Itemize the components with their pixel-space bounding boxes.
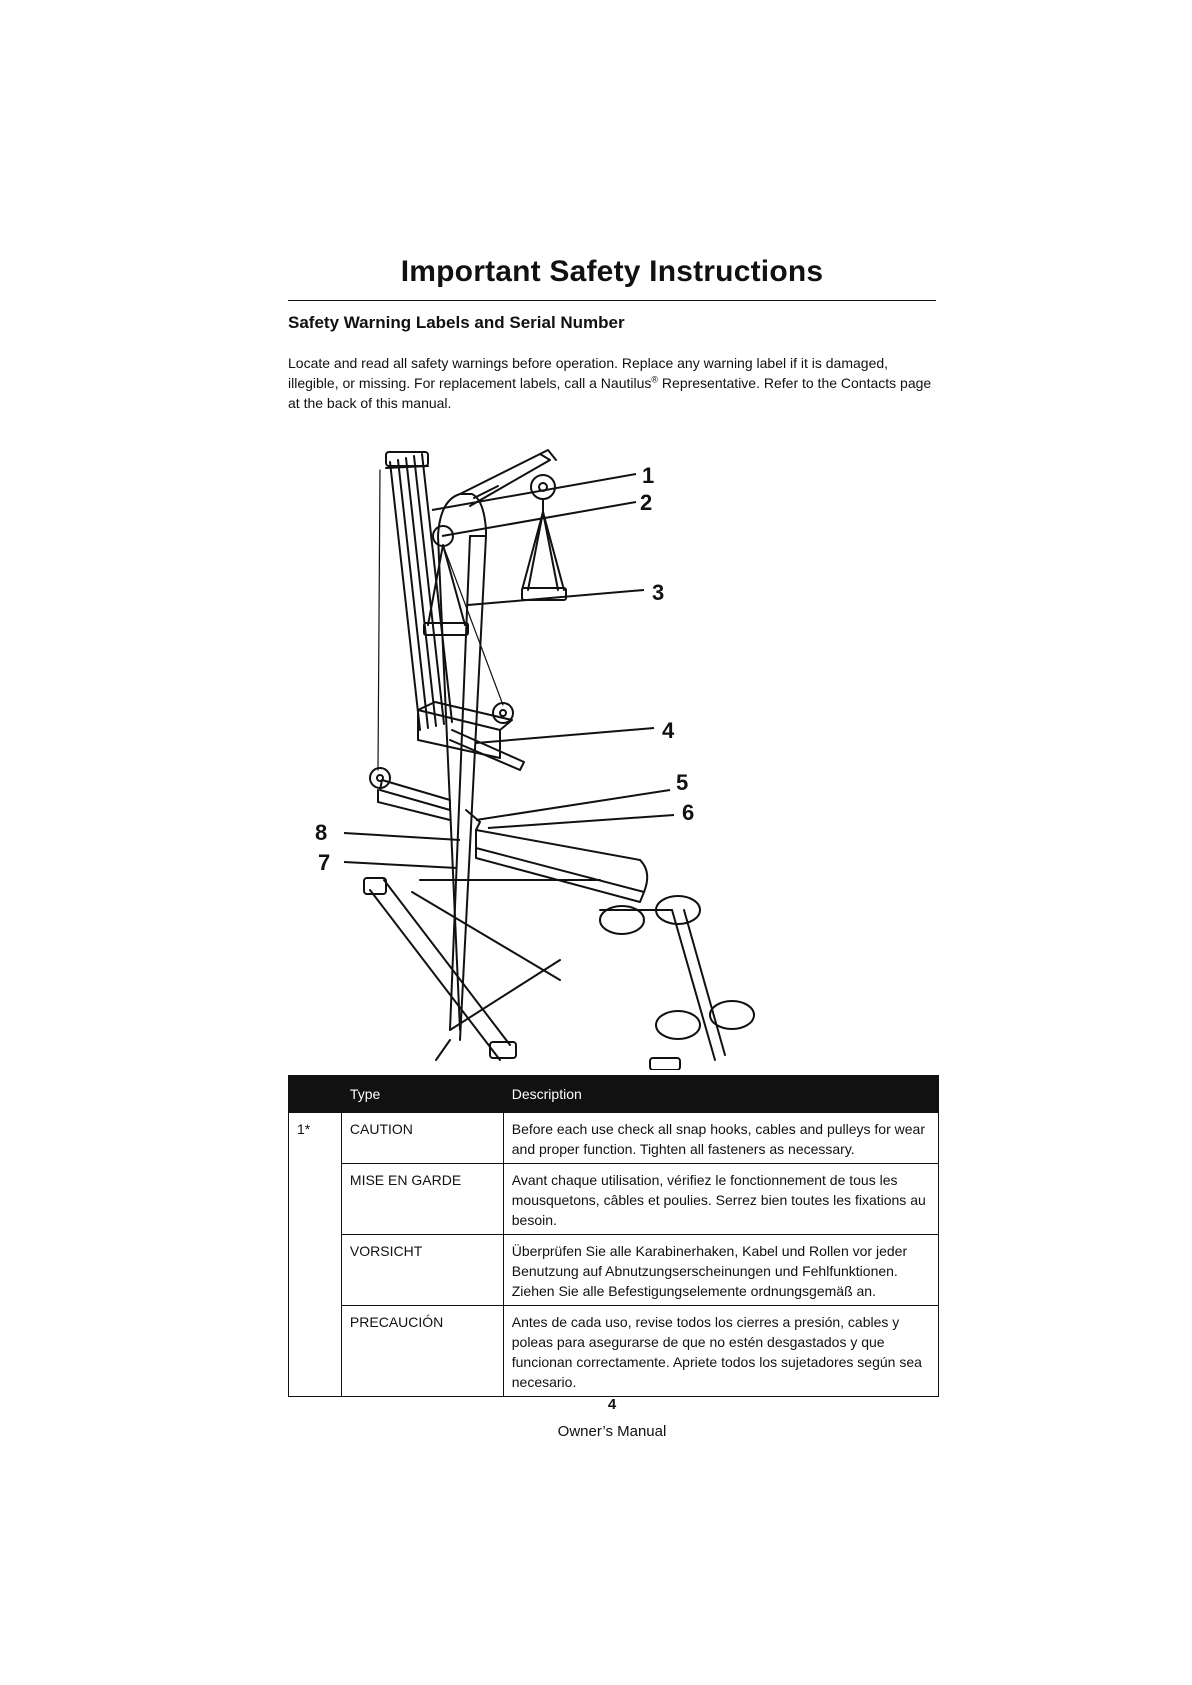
callout-2: 2 bbox=[640, 490, 652, 515]
callout-5: 5 bbox=[676, 770, 688, 795]
warning-labels-table: Type Description 1* CAUTION Before each … bbox=[288, 1075, 940, 1397]
page-title: Important Safety Instructions bbox=[400, 255, 824, 288]
leader-line-6 bbox=[487, 814, 675, 829]
table-row: VORSICHT Überprüfen Sie alle Karabinerha… bbox=[289, 1234, 940, 1306]
leader-line-1 bbox=[431, 473, 637, 511]
label-type: PRECAUCIÓN bbox=[340, 1305, 504, 1397]
section-heading: Safety Warning Labels and Serial Number bbox=[288, 313, 625, 332]
table-header-row: Type Description bbox=[288, 1075, 940, 1113]
power-rods bbox=[385, 451, 453, 731]
callout-6: 6 bbox=[682, 800, 694, 825]
leader-line-5 bbox=[475, 789, 671, 821]
intro-text-part1: Locate and read all safety warnings befo… bbox=[288, 355, 889, 391]
label-description: Avant chaque utilisation, vérifiez le fo… bbox=[502, 1163, 940, 1235]
rod-base bbox=[417, 709, 501, 759]
home-gym-illustration: 1 2 3 4 5 6 7 8 bbox=[315, 449, 755, 1070]
label-type: CAUTION bbox=[340, 1112, 504, 1164]
intro-text-part2: Representative. Refer to the Contacts pa… bbox=[288, 375, 932, 411]
registered-mark: ® bbox=[651, 374, 659, 385]
callout-1: 1 bbox=[642, 463, 654, 488]
leader-line-4 bbox=[475, 727, 655, 744]
base-frame bbox=[363, 877, 601, 1061]
callout-7: 7 bbox=[318, 850, 330, 875]
label-description: Before each use check all snap hooks, ca… bbox=[502, 1112, 940, 1164]
table-row: MISE EN GARDE Avant chaque utilisation, … bbox=[289, 1163, 940, 1235]
right-handle bbox=[521, 474, 567, 601]
leader-line-8 bbox=[343, 832, 461, 841]
table-row: PRECAUCIÓN Antes de cada uso, revise tod… bbox=[289, 1305, 940, 1397]
label-type: VORSICHT bbox=[340, 1234, 504, 1306]
label-description: Antes de cada uso, revise todos los cier… bbox=[502, 1305, 940, 1397]
leader-line-7 bbox=[343, 861, 458, 869]
label-description: Überprüfen Sie alle Karabinerhaken, Kabe… bbox=[502, 1234, 940, 1306]
title-divider bbox=[288, 300, 936, 301]
page-number: 4 bbox=[607, 1396, 617, 1413]
top-arm bbox=[459, 449, 557, 507]
label-number: 1* bbox=[288, 1112, 342, 1397]
leader-line-2 bbox=[441, 501, 637, 537]
main-column bbox=[435, 493, 487, 1061]
intro-paragraph: Locate and read all safety warnings befo… bbox=[288, 353, 938, 413]
callout-4: 4 bbox=[662, 718, 675, 743]
callout-3: 3 bbox=[652, 580, 664, 605]
header-number bbox=[288, 1075, 342, 1113]
manual-name: Owner’s Manual bbox=[557, 1423, 667, 1440]
table-row: 1* CAUTION Before each use check all sna… bbox=[288, 1112, 940, 1397]
header-description: Description bbox=[502, 1075, 940, 1113]
mid-pulley bbox=[492, 702, 514, 724]
label-type: MISE EN GARDE bbox=[340, 1163, 504, 1235]
leader-line-3 bbox=[467, 589, 645, 606]
leg-extension bbox=[599, 895, 755, 1070]
left-handle bbox=[423, 525, 469, 636]
home-gym-diagram: 1 2 3 4 5 6 7 8 bbox=[300, 440, 840, 1070]
header-type: Type bbox=[340, 1075, 504, 1113]
callout-8: 8 bbox=[315, 820, 327, 845]
